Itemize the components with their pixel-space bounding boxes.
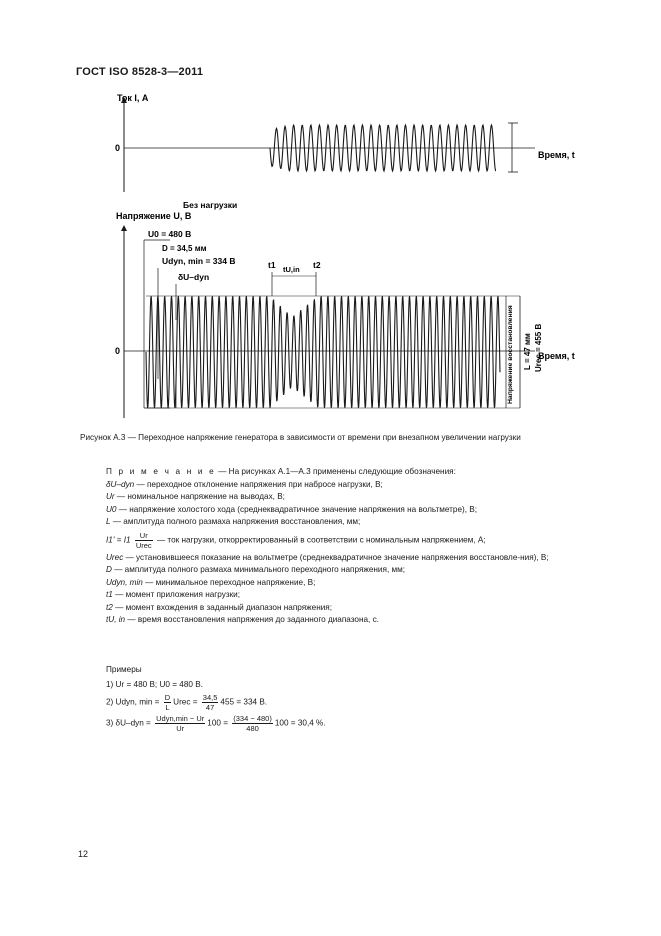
examples-block: Примеры 1) Ur = 480 В; U0 = 480 В. 2) Ud… [106,664,326,735]
example-text: Urec = [173,697,200,707]
note-symbol: Ur [106,492,115,501]
example-text: 100 = [207,718,231,728]
note-line-9: t1 — момент приложения нагрузки; [106,589,626,602]
note-line-4: L — амплитуда полного размаха напряжения… [106,516,626,529]
fraction-denominator: Urec [135,540,152,550]
d-label: D = 34,5 мм [162,244,207,253]
udyn-label: Udyn, min = 334 В [162,256,235,266]
note-symbol: Udyn, min [106,577,143,587]
note-symbol: Urec [106,552,124,562]
voltage-x-label: Время, t [538,351,575,361]
note-text: — установившееся показание на вольтметре… [123,552,549,562]
note-symbol: U0 [106,504,117,514]
note-line-8: Udyn, min — минимальное переходное напря… [106,577,626,590]
t1-label: t1 [268,260,276,270]
example-text: 100 = 30,4 %. [274,718,326,728]
fraction-numerator: D [163,693,172,703]
fraction-numerator: 34,5 [201,693,219,703]
example-1: 1) Ur = 480 В; U0 = 480 В. [106,679,203,689]
note-text: — переходное отклонение напряжения при н… [134,479,383,489]
fraction-denominator: L [165,703,170,712]
note-symbol: t2 [106,602,113,612]
recovery-label: Напряжение восстановления [507,305,514,404]
note-intro-word: П р и м е ч а н и е [106,467,216,476]
note-line-1: δU–dyn — переходное отклонение напряжени… [106,479,626,492]
fraction-numerator: (334 − 480) [232,714,273,724]
note-line-6: Urec — установившееся показание на вольт… [106,552,626,565]
voltage-chart: Без нагрузки Напряжение U, В 0 Время, t … [115,200,575,418]
fraction-numerator: Ur [134,531,153,541]
l-label: L = 47 мм [523,333,532,370]
note-text: — напряжение холостого хода (среднеквадр… [116,504,478,514]
current-x-label: Время, t [538,150,575,160]
note-symbol: t1 [106,590,113,599]
current-waveform [269,123,497,173]
fraction-denominator: Ur [176,724,185,733]
example-text: 3) δU–dyn = [106,718,154,728]
tuin-label: tU,in [283,265,300,274]
fraction-denominator: 47 [205,703,215,712]
note-symbol: D [106,565,112,574]
note-line-10: t2 — момент вхождения в заданный диапазо… [106,602,626,615]
note-text: — ток нагрузки, откорректированный в соо… [154,535,486,545]
note-intro-rest: — На рисунках А.1—А.3 применены следующи… [215,467,456,476]
note-symbol: δU–dyn [106,479,135,489]
note-text: — время восстановления напряжения до зад… [125,615,379,624]
note-symbol: tU, in [106,615,126,624]
note-line-3: U0 — напряжение холостого хода (среднекв… [106,504,626,517]
urec-label: Urec = 455 В [534,324,543,372]
note-text: — момент вхождения в заданный диапазон н… [112,602,333,612]
voltage-zero-label: 0 [115,346,120,356]
note-text: — амплитуда полного размаха минимального… [111,565,406,574]
dudyn-label: δU–dyn [178,272,209,282]
u0-label: U0 = 480 В [148,229,191,239]
transient-figure: Ток I, А 0 Время, t Без нагрузки Напряже… [115,93,575,418]
note-line-11: tU, in — время восстановления напряжения… [106,614,626,627]
note-line-7: D — амплитуда полного размаха минимально… [106,564,626,577]
figure-caption: Рисунок А.3 — Переходное напряжение гене… [80,433,521,442]
voltage-waveform [145,296,501,408]
fraction: (334 − 480)480 [232,714,273,733]
voltage-y-label: Напряжение U, В [116,211,192,221]
note-symbol: L [106,517,111,526]
current-zero-label: 0 [115,143,120,153]
note-text: — амплитуда полного размаха напряжения в… [110,517,361,526]
example-text: 455 = 334 В. [220,697,268,707]
examples-title: Примеры [106,665,142,674]
current-chart: Ток I, А 0 Время, t [115,93,575,192]
document-header: ГОСТ ISO 8528-3—2011 [76,66,204,78]
note-text: — номинальное напряжение на выводах, В; [114,492,285,501]
no-load-label: Без нагрузки [183,200,237,210]
note-block: П р и м е ч а н и е — На рисунках А.1—А.… [106,466,626,627]
note-intro: П р и м е ч а н и е — На рисунках А.1—А.… [106,466,626,479]
fraction-denominator: 480 [246,724,259,733]
current-y-label: Ток I, А [117,93,149,103]
note-text: — момент приложения нагрузки; [112,590,241,599]
note-formula: I1' = I1 [106,535,131,545]
example-text: 2) Udyn, min = [106,697,162,707]
t2-label: t2 [313,260,321,270]
note-text: — минимальное переходное напряжение, В; [142,577,316,587]
page-number: 12 [78,849,89,859]
note-line-2: Ur — номинальное напряжение на выводах, … [106,491,626,504]
fraction-numerator: Udyn,min − Ur [155,714,206,724]
